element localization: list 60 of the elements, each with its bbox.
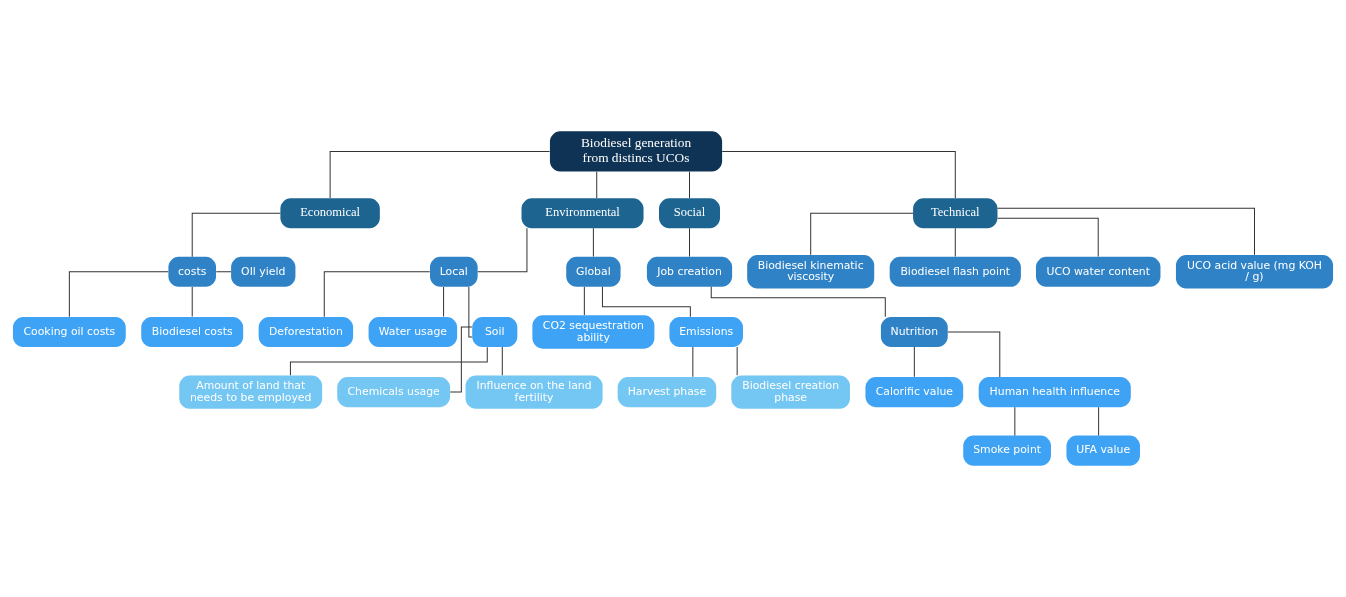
connector (68, 271, 169, 318)
node-box: Biodiesel kinematic viscosity (747, 255, 875, 289)
node-box: Local (430, 256, 478, 287)
node-box: UFA value (1066, 435, 1140, 466)
connector (947, 331, 1001, 378)
connector (810, 212, 914, 256)
connector (689, 227, 690, 258)
node-box: UCO water content (1035, 256, 1161, 287)
connector (596, 171, 598, 199)
connector (997, 207, 1255, 256)
node-box: Water usage (368, 316, 458, 347)
node-box: Biodiesel costs (141, 316, 244, 347)
node-box: Emissions (669, 316, 743, 347)
node-box: Nutrition (880, 316, 948, 347)
node-box: Biodiesel flash point (889, 256, 1021, 287)
connector (191, 212, 281, 258)
connector (913, 346, 915, 378)
connector (443, 286, 445, 318)
connector (689, 171, 690, 199)
node-box: Deforestation (258, 316, 354, 347)
node-box: Chemicals usage (337, 377, 451, 408)
connector (191, 286, 193, 318)
node-box: Job creation (646, 256, 733, 287)
node-box: Social (659, 198, 720, 229)
node-box: Economical (280, 198, 380, 229)
node-box: UCO acid value (mg KOH / g) (1175, 255, 1334, 289)
node-box: Harvest phase (617, 377, 717, 408)
connector (592, 227, 594, 258)
node-box: Cooking oil costs (12, 316, 126, 347)
node-box: Global (566, 256, 621, 287)
node-box: Smoke point (963, 435, 1051, 466)
connector (997, 217, 1099, 258)
connector (449, 326, 473, 393)
connector (323, 271, 431, 318)
connector (692, 346, 694, 378)
connector (1098, 406, 1100, 436)
node-box: Influence on the land fertility (465, 375, 603, 409)
connector (329, 150, 551, 199)
node-box: costs (168, 256, 217, 287)
node-box: Human health influence (978, 377, 1131, 408)
connector (710, 286, 886, 318)
node-box: Biodiesel generation from distincs UCOs (549, 131, 723, 172)
node-box: Technical (913, 198, 998, 229)
node-box: OIl yield (231, 256, 296, 287)
node-box: Biodiesel creation phase (731, 375, 850, 409)
node-box: Soil (472, 316, 518, 347)
node-box: Amount of land that needs to be employed (179, 375, 323, 409)
connector (583, 286, 585, 316)
node-box: Calorific value (865, 377, 964, 408)
connector (215, 271, 232, 273)
node-box: CO2 sequestration ability (532, 315, 655, 349)
connector (501, 346, 503, 376)
connector (736, 346, 738, 376)
connector (601, 286, 691, 318)
node-box: Environmental (521, 198, 644, 229)
connector (1014, 406, 1016, 436)
connector (477, 227, 528, 273)
connector (954, 227, 956, 258)
connector (468, 286, 473, 338)
connector (721, 150, 956, 199)
